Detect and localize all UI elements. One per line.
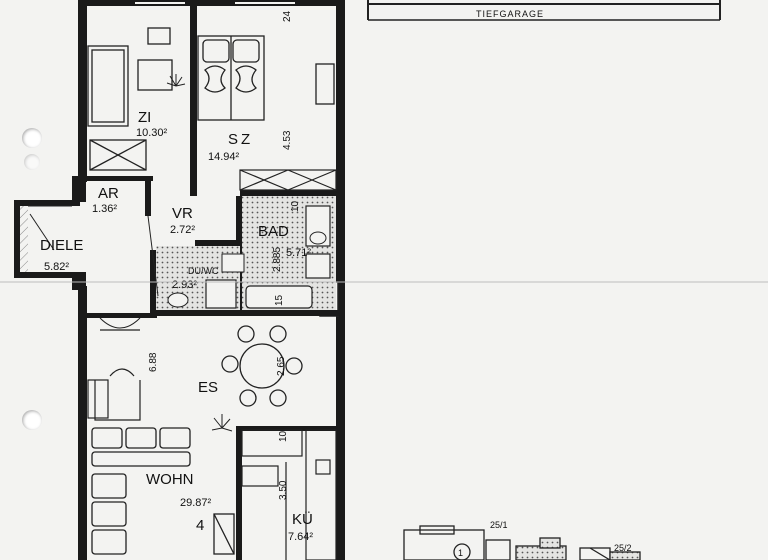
vr-label: VR bbox=[172, 205, 193, 222]
duwc-area: 2.93² bbox=[172, 279, 197, 291]
duwc-label: DU/WC bbox=[188, 266, 219, 276]
sz-closet bbox=[239, 169, 337, 191]
wohn-sofa bbox=[91, 427, 235, 555]
dim-top-24: 24 bbox=[282, 10, 293, 22]
dim-es-688: 6.88 bbox=[148, 352, 159, 372]
zi-label: ZI bbox=[138, 109, 151, 126]
dim-sz-453: 4.53 bbox=[282, 130, 293, 150]
vr-area: 2.72² bbox=[170, 224, 195, 236]
bad-area: 5.71² bbox=[286, 247, 311, 259]
ar-label: AR bbox=[98, 185, 119, 202]
ar-area: 1.36² bbox=[92, 203, 117, 215]
plant-icon bbox=[166, 74, 186, 87]
sz-area: 14.94² bbox=[208, 151, 240, 163]
dim-bad-2885: 2.885 bbox=[272, 247, 283, 272]
plant-icon-es bbox=[211, 414, 233, 432]
punch-hole-bottom bbox=[22, 410, 42, 430]
site-plan bbox=[403, 525, 641, 560]
kitchen-counter bbox=[241, 429, 337, 560]
kue-area: 7.64² bbox=[288, 531, 313, 543]
es-left-furniture bbox=[87, 329, 141, 421]
outer-walls bbox=[14, 0, 345, 560]
sz-bed bbox=[197, 35, 335, 121]
diele-label: DIELE bbox=[40, 237, 83, 254]
diele-area: 5.82² bbox=[44, 261, 69, 273]
wohn-area: 29.87² bbox=[180, 497, 212, 509]
bad-room bbox=[242, 196, 336, 310]
dim-bad-15: 15 bbox=[274, 294, 285, 306]
duwc-room bbox=[156, 246, 245, 310]
site-circle-number: 1 bbox=[458, 548, 463, 558]
tiefgarage-label: TIEFGARAGE bbox=[476, 9, 544, 19]
es-label: ES bbox=[198, 379, 218, 396]
vr-door-swing bbox=[99, 215, 159, 329]
punch-hole-top bbox=[22, 128, 42, 148]
zi-furniture bbox=[87, 27, 173, 171]
diele-closet bbox=[20, 205, 72, 272]
wohn-unit-number: 4 bbox=[196, 517, 204, 534]
dining-table bbox=[221, 325, 303, 407]
dim-es-265: 2.65 bbox=[276, 356, 287, 376]
dim-kue-10: 10 bbox=[278, 430, 289, 442]
punch-hole-faint bbox=[24, 154, 40, 170]
dim-bad-10: 10 bbox=[290, 200, 301, 212]
wohn-label: WOHN bbox=[146, 471, 194, 488]
bad-label: BAD bbox=[258, 223, 289, 240]
tiefgarage-strip bbox=[367, 0, 721, 21]
zi-area: 10.30² bbox=[136, 127, 168, 139]
kue-label: KÜ bbox=[292, 510, 313, 528]
dim-kue-350: 3.50 bbox=[278, 480, 289, 500]
site-label-a: 25/1 bbox=[490, 520, 508, 530]
sz-label: SZ bbox=[228, 131, 253, 148]
site-label-b: 25/2 bbox=[614, 543, 632, 553]
